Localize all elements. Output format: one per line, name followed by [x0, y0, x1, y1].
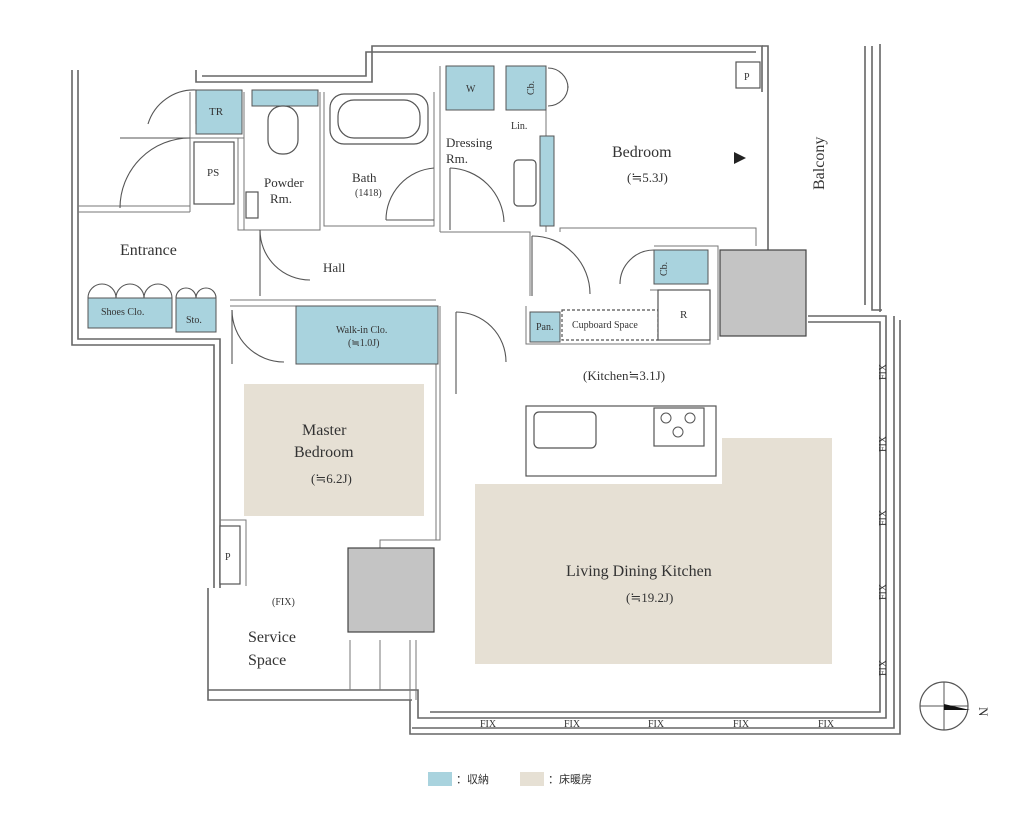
kitchen-sink: [533, 411, 597, 449]
cupboard-label: Cupboard Space: [572, 320, 638, 331]
fix-right-label: FIX: [878, 363, 889, 380]
pan-storage: [529, 311, 561, 343]
p-left-box: [219, 525, 241, 585]
sink-counter: [245, 191, 259, 219]
master-bedroom-label-line1: Master: [302, 422, 347, 439]
tr-storage: [195, 89, 243, 135]
legend: ：収納 ：床暖房: [428, 772, 592, 786]
entrance-label: Entrance: [120, 242, 177, 259]
tr-label: TR: [209, 106, 224, 118]
ldk-label: Living Dining Kitchen: [566, 563, 712, 580]
legend-heating-swatch: [520, 772, 544, 786]
fix-bottom-label: FIX: [733, 719, 750, 730]
dressing-label-line2: Rm.: [446, 151, 468, 166]
ps-label: PS: [207, 167, 219, 179]
powder-label-line1: Powder: [264, 175, 304, 190]
w-label: W: [466, 84, 476, 95]
powder-counter-storage: [251, 89, 319, 107]
fridge-space: [657, 289, 711, 341]
legend-heating-label: ：床暖房: [548, 772, 592, 786]
fix-right-label: FIX: [878, 659, 889, 676]
fix-bottom-label: FIX: [564, 719, 581, 730]
master-bedroom-heating-area: [244, 384, 424, 516]
master-bedroom-size-label: (≒6.2J): [311, 471, 352, 486]
fix-right-label: FIX: [878, 509, 889, 526]
p-top-box: [735, 61, 761, 89]
p-left-label: P: [225, 552, 231, 563]
bath-size-label: (1418): [355, 188, 382, 199]
cb-mid-label: Cb.: [659, 262, 670, 276]
cb-top-storage: [505, 65, 547, 111]
fix-paren-label: (FIX): [272, 597, 295, 608]
exterior-walls: [71, 44, 901, 735]
powder-label-line2: Rm.: [270, 191, 292, 206]
w-storage: [445, 65, 495, 111]
lin-label: Lin.: [511, 121, 527, 132]
walkin-closet-size-label: (≒1.0J): [348, 338, 379, 349]
walkin-closet-storage: [295, 305, 439, 365]
legend-storage-label: ：収納: [456, 773, 489, 786]
master-bedroom-label-line2: Bedroom: [294, 444, 354, 461]
shoes-closet-label: Shoes Clo.: [101, 307, 144, 318]
ldk-size-label: (≒19.2J): [626, 590, 673, 605]
fix-right-label: FIX: [878, 435, 889, 452]
door-swings: [87, 67, 655, 394]
compass-needle-icon: [944, 704, 970, 710]
compass: N: [919, 681, 991, 731]
fixtures: [193, 61, 807, 633]
r-label: R: [680, 309, 688, 321]
pan-label: Pan.: [536, 322, 554, 333]
service-outdoor-unit: [347, 547, 435, 633]
fix-bottom-label: FIX: [480, 719, 497, 730]
p-top-label: P: [744, 72, 750, 83]
storage-areas: [87, 65, 709, 457]
service-space-label-line1: Service: [248, 629, 296, 646]
legend-storage-swatch: [428, 772, 452, 786]
fix-bottom-label: FIX: [818, 719, 835, 730]
sto-label: Sto.: [186, 315, 202, 326]
hall-label: Hall: [323, 260, 346, 275]
fix-right-label: FIX: [878, 583, 889, 600]
bath-label: Bath: [352, 170, 377, 185]
bedroom-arrow-marker: [734, 152, 746, 164]
kitchen-label: (Kitchen≒3.1J): [583, 368, 665, 383]
stove-burners: [660, 412, 696, 438]
dressing-closet-storage: [539, 135, 555, 227]
balcony-outdoor-unit: [719, 249, 807, 337]
ldk-heating-area: [475, 438, 832, 664]
balcony-label: Balcony: [811, 137, 828, 190]
washbasin: [513, 159, 537, 207]
bedroom-size-label: (≒5.3J): [627, 170, 668, 185]
service-space-label-line2: Space: [248, 652, 286, 669]
walkin-closet-label: Walk-in Clo.: [336, 325, 387, 336]
sto-storage: [175, 297, 217, 333]
cupboard-space: [561, 309, 659, 341]
cb-mid-storage: [653, 249, 709, 285]
compass-north-label: N: [976, 707, 991, 717]
bedroom-label: Bedroom: [612, 144, 672, 161]
fix-bottom-label: FIX: [648, 719, 665, 730]
ps-shaft: [193, 141, 235, 205]
shoes-closet-storage: [87, 297, 173, 329]
dressing-label-line1: Dressing: [446, 135, 493, 150]
toilet: [267, 105, 299, 155]
cb-top-label: Cb.: [526, 81, 537, 95]
